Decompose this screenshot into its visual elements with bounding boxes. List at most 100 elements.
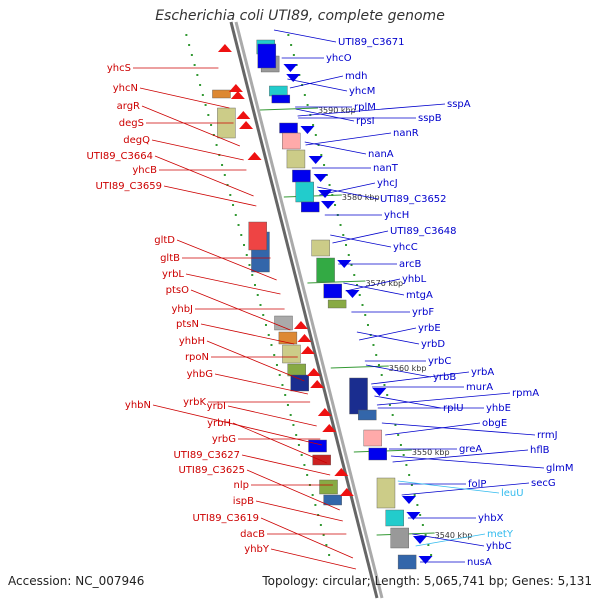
label-leader-right [317, 186, 379, 200]
gene-block [282, 344, 301, 364]
gene-label-left: ptsO [166, 285, 189, 296]
label-leader-right [374, 395, 442, 409]
gene-block [286, 149, 306, 169]
gene-label-left: ispB [233, 496, 254, 507]
label-leader-left [270, 548, 357, 570]
label-leader-left [176, 239, 277, 281]
scale-tick-line [330, 365, 389, 369]
gene-label-right: murA [466, 382, 493, 393]
gene-block [274, 315, 293, 331]
gene-arrow [217, 44, 232, 52]
gene-block [301, 201, 320, 213]
scale-tick-label: 3580 kbp [342, 193, 380, 202]
gene-label-right: yhbL [402, 274, 427, 285]
gene-label-right: UTI89_C3648 [390, 226, 457, 237]
label-leader-right [365, 364, 432, 378]
gene-arrow [412, 536, 427, 544]
backbone-line [234, 21, 384, 599]
gene-label-left: yrbL [162, 269, 184, 280]
gene-arrow [402, 496, 417, 504]
gene-label-right: glmM [546, 463, 574, 474]
gene-label-right: nanR [393, 128, 419, 139]
backbone-shadow [229, 21, 379, 599]
gene-block [363, 429, 382, 447]
gene-label-right: yrbB [433, 372, 456, 383]
label-leader-right [381, 422, 536, 436]
gene-label-right: yhcH [384, 210, 409, 221]
accession-text: Accession: NC_007946 [8, 574, 145, 588]
gene-label-right: secG [531, 478, 556, 489]
gene-label-left: UTI89_C3619 [192, 513, 259, 524]
gene-block [390, 527, 409, 549]
label-leader-left [141, 105, 240, 147]
gene-label-right: yhcJ [377, 178, 398, 189]
gene-arrow [310, 380, 325, 388]
gene-label-right: UTI89_C3671 [338, 37, 405, 48]
gene-label-left: yhbJ [171, 304, 193, 315]
gene-label-left: yrbG [212, 434, 236, 445]
gene-label-right: rrmJ [537, 430, 558, 441]
gene-label-left: UTI89_C3659 [95, 181, 162, 192]
gene-label-left: yhcN [113, 83, 138, 94]
gene-label-left: UTI89_C3625 [178, 465, 245, 476]
gene-label-right: nanA [368, 149, 394, 160]
label-leader-right [297, 103, 446, 117]
gene-block [269, 85, 288, 97]
gene-label-left: yhbN [125, 400, 151, 411]
label-leader-right [412, 533, 485, 547]
label-leader-left [151, 139, 244, 161]
label-leader-left [190, 289, 291, 331]
gene-label-left: gltD [154, 235, 175, 246]
label-leader-right [390, 455, 545, 469]
label-leader-left [154, 155, 254, 197]
gene-label-left: nlp [234, 480, 249, 491]
label-leader-right [305, 132, 392, 146]
label-leader-right [376, 392, 511, 406]
gene-label-right: nanT [373, 163, 399, 174]
gene-block [327, 299, 347, 309]
genome-summary-text: Topology: circular; Length: 5,065,741 bp… [262, 574, 592, 588]
gene-label-right: yrbE [418, 323, 441, 334]
gene-label-right: rplM [354, 102, 376, 113]
gene-block [323, 494, 342, 506]
gene-block [311, 239, 330, 257]
label-leader-left [260, 517, 354, 559]
gene-label-left: yhbY [244, 544, 270, 555]
gene-label-right: folP [468, 479, 486, 490]
gene-arrow [372, 388, 387, 396]
gene-label-right: rpsI [356, 116, 375, 127]
label-leader-left [227, 405, 317, 427]
gene-label-left: rpoN [185, 352, 209, 363]
gene-label-right: sspA [447, 99, 471, 110]
gene-block [290, 374, 309, 392]
gene-arrow [317, 408, 332, 416]
gene-arrow [322, 424, 337, 432]
gene-label-right: yhbC [486, 541, 512, 552]
gene-arrow [247, 152, 262, 160]
gene-label-left: dacB [240, 529, 265, 540]
label-leader-left [163, 185, 257, 207]
gene-block [397, 554, 417, 570]
gene-block [212, 89, 231, 99]
gene-block [349, 377, 368, 415]
gene-label-right: obgE [482, 418, 507, 429]
gene-label-right: yhbX [478, 513, 504, 524]
gene-arrow [306, 368, 321, 376]
gene-label-right: mdh [345, 71, 367, 82]
gene-arrow [286, 74, 301, 82]
gene-block [376, 477, 396, 509]
gene-label-left: ptsN [176, 319, 199, 330]
gene-label-left: UTI89_C3664 [86, 151, 153, 162]
label-leader-right [356, 331, 420, 345]
gene-arrow [345, 290, 360, 298]
gene-block [257, 43, 277, 69]
label-leader-left [206, 340, 305, 382]
gene-arrow [293, 321, 308, 329]
gene-arrow [308, 156, 323, 164]
gene-label-left: yrbI [207, 401, 226, 412]
gene-arrow [300, 346, 315, 354]
label-leader-left [246, 469, 340, 511]
gene-label-right: yhbE [486, 403, 511, 414]
